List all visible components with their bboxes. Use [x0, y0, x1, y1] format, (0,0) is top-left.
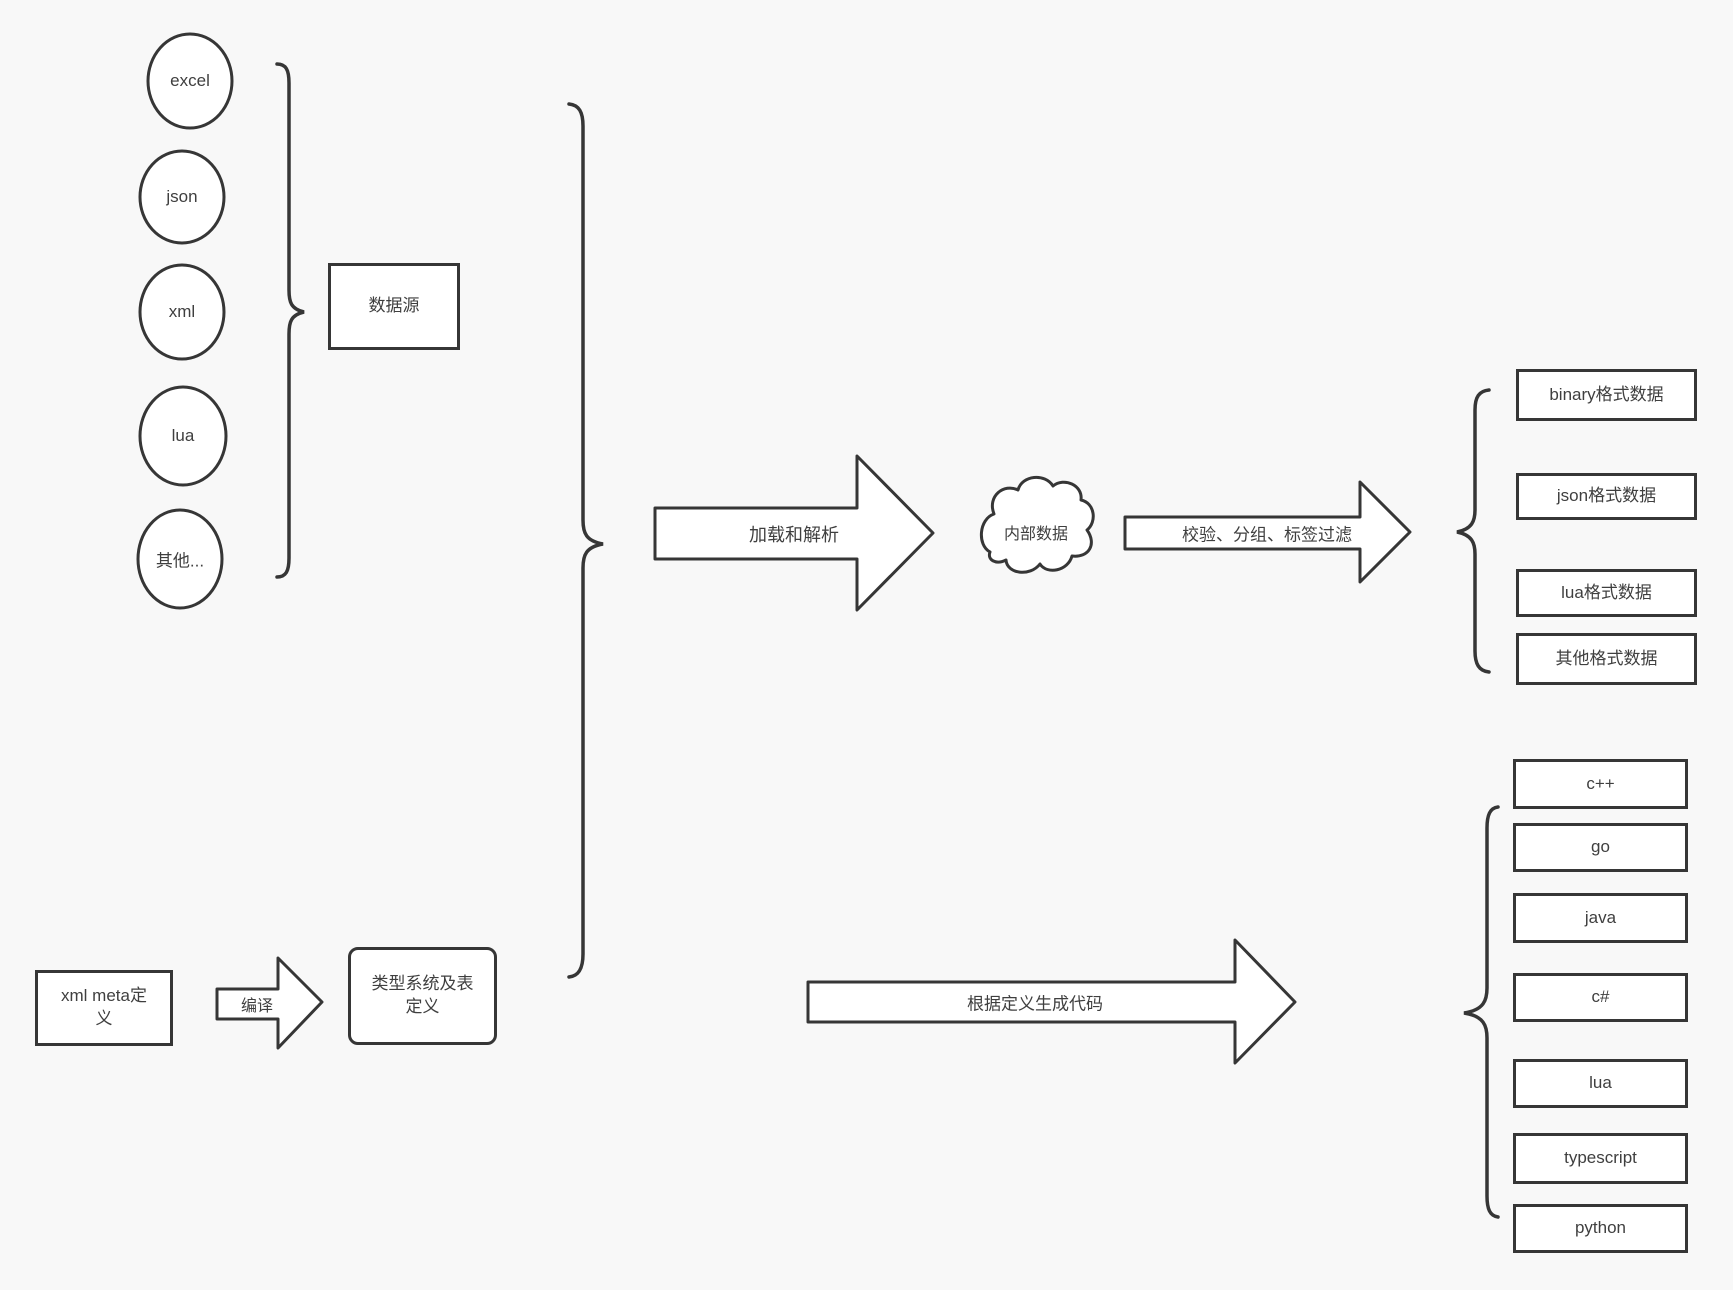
language-box-csharp: c# [1513, 973, 1688, 1022]
source-ellipse-json [138, 149, 226, 245]
language-box-cpp: c++ [1513, 759, 1688, 809]
generate-code-arrow-label: 根据定义生成代码 [967, 994, 1103, 1014]
source-ellipse-lua [138, 385, 228, 487]
sources-group-brace [275, 62, 305, 579]
languages-brace [1463, 805, 1500, 1219]
language-box-typescript: typescript [1513, 1133, 1688, 1184]
language-box-go: go [1513, 823, 1688, 872]
source-ellipse-xml [138, 263, 226, 361]
output-format-lua-box: lua格式数据 [1516, 569, 1697, 617]
load-parse-arrow [653, 454, 935, 612]
output-format-other-box: 其他格式数据 [1516, 633, 1697, 685]
xml-meta-definition-box: xml meta定义 [35, 970, 173, 1046]
source-label-other: 其他... [155, 551, 205, 571]
data-source-group-box: 数据源 [328, 263, 460, 350]
source-label-excel: excel [170, 71, 210, 90]
source-ellipse-other [136, 508, 224, 610]
output-format-binary-box: binary格式数据 [1516, 369, 1697, 421]
compile-arrow-label: 编译 [240, 998, 274, 1015]
language-box-python: python [1513, 1204, 1688, 1253]
language-box-java: java [1513, 893, 1688, 943]
filter-arrow-label: 校验、分组、标签过滤 [1182, 525, 1352, 545]
inputs-big-brace [567, 102, 604, 979]
load-parse-arrow-label: 加载和解析 [749, 525, 839, 545]
internal-data-cloud-label: 内部数据 [1003, 526, 1069, 543]
internal-data-cloud [980, 476, 1095, 574]
output-formats-brace [1456, 388, 1491, 674]
source-label-lua: lua [171, 426, 195, 445]
source-ellipse-excel [146, 32, 234, 130]
type-system-definition-box: 类型系统及表定义 [348, 947, 497, 1045]
source-label-xml: xml [168, 302, 196, 321]
generate-code-arrow [806, 938, 1297, 1065]
source-label-json: json [166, 187, 198, 206]
output-format-json-box: json格式数据 [1516, 473, 1697, 520]
language-box-lua: lua [1513, 1059, 1688, 1108]
compile-arrow [215, 956, 324, 1050]
filter-arrow [1123, 480, 1412, 584]
